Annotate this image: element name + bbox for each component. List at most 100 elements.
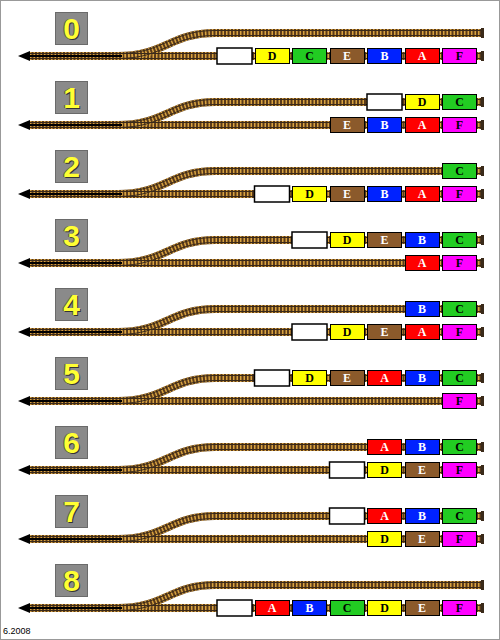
wagon: A [255,600,290,616]
direction-arrowhead [18,396,30,406]
locomotive [367,94,402,110]
locomotive [255,370,290,386]
wagon-letter: F [456,188,463,200]
wagon: B [367,186,402,202]
wagon: F [442,186,477,202]
wagon-letter: D [418,96,427,108]
direction-line [22,469,122,471]
direction-arrowhead [18,189,30,199]
step-number: 3 [63,221,80,251]
direction-line [22,262,122,264]
wagon: C [442,370,477,386]
buffer-stop [481,465,484,475]
wagon-letter: A [380,372,389,384]
wagon-letter: C [455,96,464,108]
buffer-stop [481,189,484,199]
wagon: B [405,508,440,524]
step-number: 6 [63,428,80,458]
step-number: 7 [63,497,80,527]
wagon-letter: B [380,50,388,62]
direction-line [22,538,122,540]
wagon-letter: E [343,372,351,384]
wagon-letter: E [380,326,388,338]
wagon: E [405,531,440,547]
wagon: D [292,186,327,202]
wagon-letter: B [418,303,426,315]
wagon: D [292,370,327,386]
wagon: A [405,117,440,133]
wagon: D [330,324,365,340]
locomotive [217,48,252,64]
step-number: 1 [63,83,80,113]
direction-arrowhead [18,120,30,130]
step-number-box: 1 [55,81,88,114]
wagon-letter: C [455,165,464,177]
wagon-letter: B [380,119,388,131]
step-number-box: 2 [55,150,88,183]
direction-arrowhead [18,51,30,61]
step-number: 8 [63,566,80,596]
wagon: B [367,117,402,133]
wagon: E [330,48,365,64]
buffer-stop [481,373,484,383]
wagon: C [442,439,477,455]
wagon-letter: E [418,464,426,476]
date-note: 6.2008 [3,626,31,636]
wagon: B [292,600,327,616]
locomotive [330,508,365,524]
wagon-letter: F [456,257,463,269]
wagon: F [442,255,477,271]
wagon-letter: A [418,326,427,338]
step-number-box: 6 [55,426,88,459]
direction-line [22,55,122,57]
wagon-letter: B [305,602,313,614]
wagon: A [367,508,402,524]
rail [30,398,483,399]
wagon-letter: F [456,464,463,476]
direction-arrowhead [18,327,30,337]
wagon-letter: A [418,188,427,200]
wagon: E [367,324,402,340]
wagon: A [367,439,402,455]
wagon-letter: C [305,50,314,62]
buffer-stop [481,51,484,61]
wagon: A [405,48,440,64]
step-number: 2 [63,152,80,182]
wagon-letter: A [418,257,427,269]
wagon: D [405,94,440,110]
wagon: F [442,393,477,409]
buffer-stop [481,534,484,544]
wagon: D [367,531,402,547]
wagon: F [442,462,477,478]
wagon: D [330,232,365,248]
wagon-letter: A [418,50,427,62]
direction-arrowhead [18,603,30,613]
wagon-letter: E [418,533,426,545]
wagon: C [442,301,477,317]
wagon-letter: D [268,50,277,62]
tracks [18,28,484,613]
wagon-letter: E [418,602,426,614]
wagon: C [442,232,477,248]
buffer-stop [481,304,484,314]
wagon-letter: F [456,119,463,131]
step-number-box: 4 [55,288,88,321]
wagon-letter: F [456,602,463,614]
step-number-box: 8 [55,564,88,597]
wagon: A [405,324,440,340]
locomotive [292,232,327,248]
locomotive [255,186,290,202]
direction-line [22,193,122,195]
wagon: C [330,600,365,616]
step-number: 4 [63,290,80,320]
wagon: D [367,600,402,616]
wagon-letter: D [343,326,352,338]
step-number-box: 0 [55,12,88,45]
wagon: E [367,232,402,248]
wagon: C [442,508,477,524]
locomotive [217,600,252,616]
wagon: B [367,48,402,64]
wagon-letter: A [380,441,389,453]
wagon-letter: C [455,441,464,453]
wagon-letter: E [343,119,351,131]
